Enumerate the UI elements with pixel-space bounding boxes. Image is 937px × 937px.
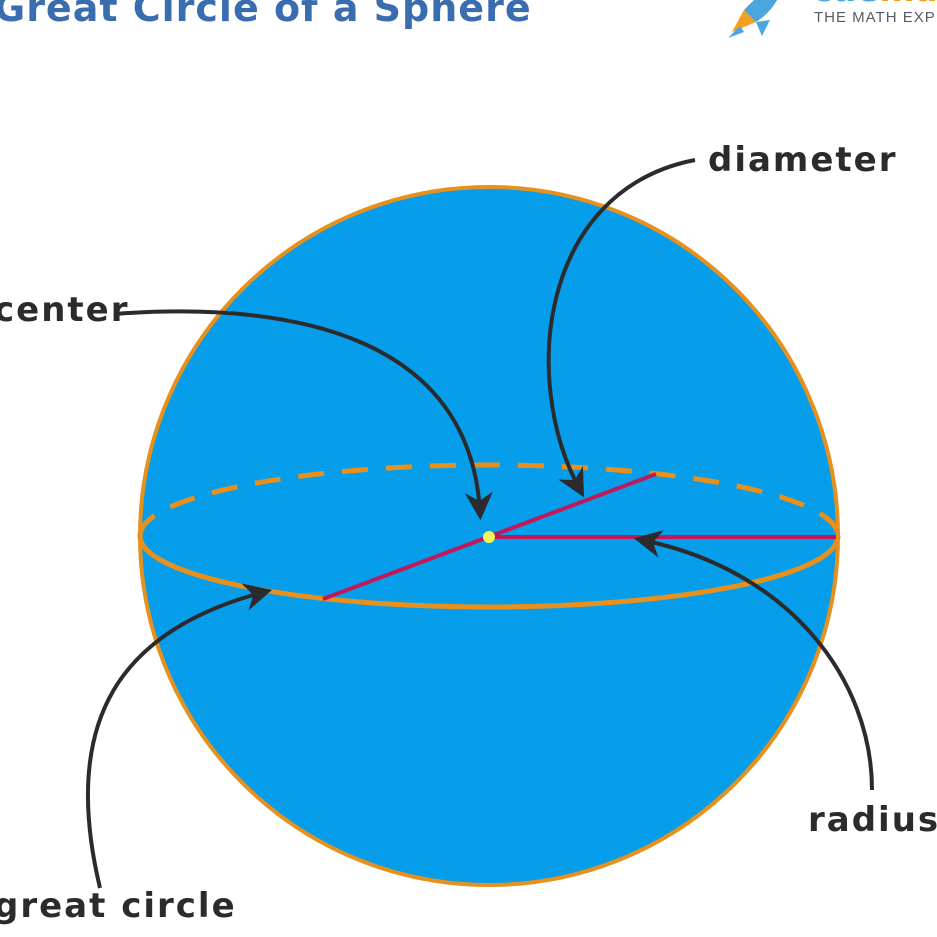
great-circle [137, 535, 841, 610]
great-circle-back-dashed [137, 462, 841, 537]
center-point [483, 531, 495, 543]
brand-logo: cuema THE MATH EXP [722, 0, 937, 42]
logo-word-part1: cue [812, 0, 879, 10]
rocket-icon [728, 0, 778, 38]
logo-word-part2: ma [879, 0, 937, 10]
diameter-label: diameter [708, 140, 898, 180]
center-arrow [113, 309, 493, 521]
radius-label: radius [808, 800, 937, 840]
page-title: Great Circle of a Sphere [0, 0, 532, 30]
logo-wordmark: cuema [812, 0, 937, 10]
center-label: center [0, 290, 130, 330]
diameter-arrow [546, 158, 696, 498]
logo-tagline: THE MATH EXP [814, 9, 936, 26]
great-circle-label: great circle [0, 886, 237, 926]
radius-arrow [633, 530, 874, 791]
great-circle-arrow [85, 583, 273, 889]
